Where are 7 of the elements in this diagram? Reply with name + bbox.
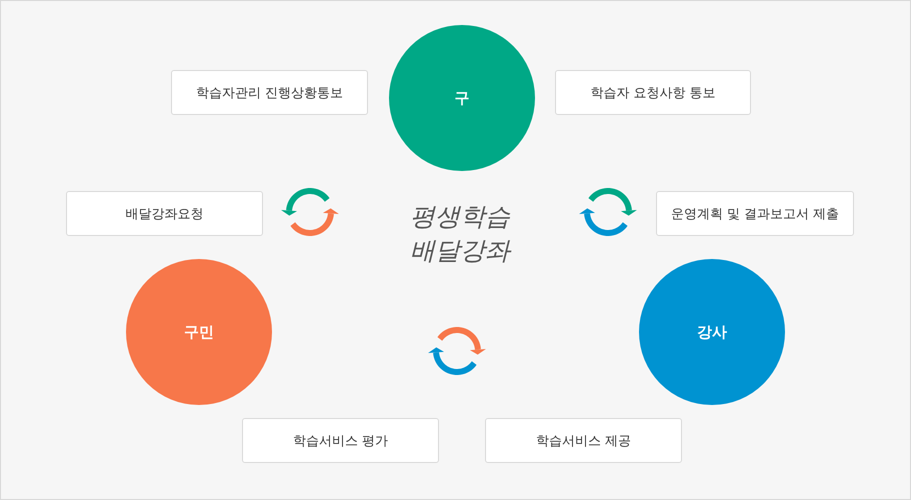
label-box: 학습서비스 평가: [242, 418, 439, 463]
label-box: 배달강좌요청: [66, 191, 263, 236]
label-box: 학습서비스 제공: [485, 418, 682, 463]
label-box: 운영계획 및 결과보고서 제출: [656, 191, 854, 236]
label-box: 학습자관리 진행상황통보: [171, 70, 368, 115]
handwritten-title: 평생학습 배달강좌: [409, 201, 512, 267]
label-box: 학습자 요청사항 통보: [555, 70, 751, 115]
